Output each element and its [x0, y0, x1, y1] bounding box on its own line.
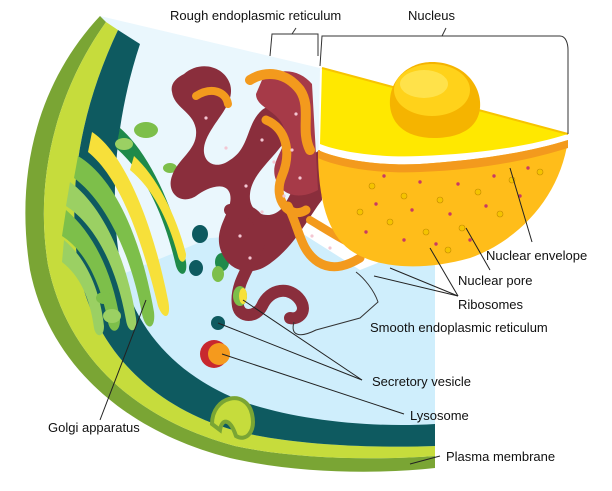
label-nucleus: Nucleus: [408, 8, 455, 23]
nucleus: [318, 62, 569, 267]
label-plasma-membrane: Plasma membrane: [446, 449, 556, 464]
leader-lines: [99, 167, 533, 465]
plasma-membrane-inner: [43, 22, 435, 459]
label-nuclear-envelope: Nuclear envelope: [486, 248, 588, 263]
rough-er: [170, 66, 374, 325]
label-secretory-vesicle: Secretory vesicle: [372, 374, 471, 389]
golgi-apparatus: [62, 122, 187, 336]
nucleus-body: [318, 140, 568, 267]
label-smooth-er: Smooth endoplasmic reticulum: [370, 320, 548, 335]
secretory-vesicle: [211, 286, 247, 330]
cytoplasm-dark-band: [74, 30, 435, 447]
plasma-membrane-outer: [25, 16, 435, 472]
membrane-fold: [209, 396, 255, 440]
label-lysosome: Lysosome: [410, 408, 469, 423]
smooth-er-bracket: [292, 271, 379, 336]
label-rough-er: Rough endoplasmic reticulum: [170, 8, 342, 23]
nucleus-bracket: [319, 35, 569, 134]
label-nuclear-pore: Nuclear pore: [458, 273, 533, 288]
nuclear-envelope-rim: [318, 140, 568, 173]
label-ribosomes: Ribosomes: [458, 297, 524, 312]
lysosome: [200, 340, 230, 368]
label-golgi-apparatus: Golgi apparatus: [48, 420, 140, 435]
rough-er-bracket: [269, 33, 319, 57]
